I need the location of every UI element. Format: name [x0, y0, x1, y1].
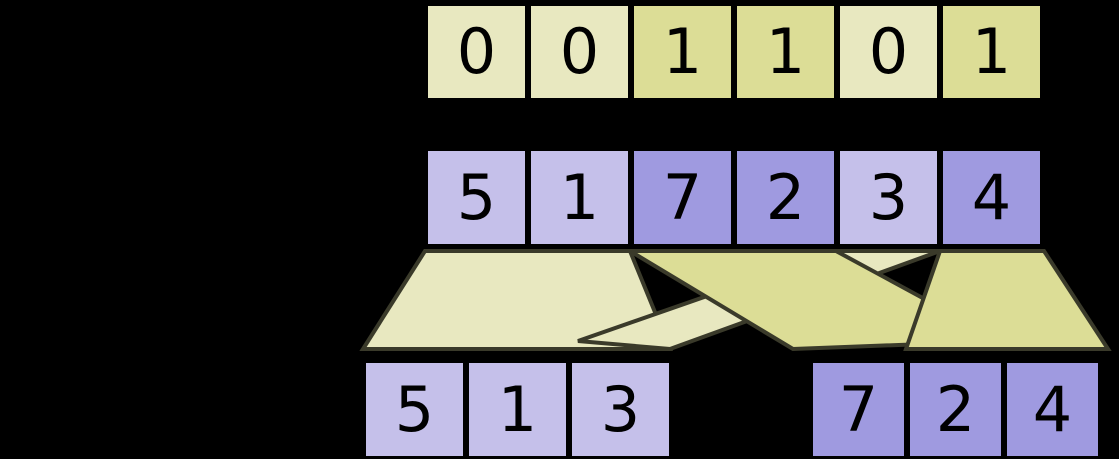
mask-cell-3-value: 1	[765, 15, 806, 88]
output-unset-cell-0-value: 5	[394, 372, 435, 446]
mask-cell-0-value: 0	[456, 15, 497, 88]
input-cell-1: 1	[528, 148, 631, 247]
input-cell-2: 7	[631, 148, 734, 247]
input-cell-1-value: 1	[559, 160, 600, 234]
mask-cell-5-value: 1	[971, 15, 1012, 88]
output-unset-cell-1: 1	[466, 360, 569, 459]
ribbon-light-4	[577, 249, 941, 352]
input-cell-5: 4	[940, 148, 1043, 247]
input-cell-5-value: 4	[971, 160, 1012, 234]
output-unset-cell-2: 3	[569, 360, 672, 459]
input-cell-2-value: 7	[662, 160, 703, 234]
output-set-cell-2: 4	[1004, 360, 1101, 459]
output-set-cell-1-value: 2	[935, 372, 976, 446]
output-set-cell-0-value: 7	[838, 372, 879, 446]
input-cell-4-value: 3	[868, 160, 909, 234]
input-cell-3: 2	[734, 148, 837, 247]
mask-cell-1: 0	[528, 3, 631, 101]
mask-cell-1-value: 0	[559, 15, 600, 88]
output-set-cell-2-value: 4	[1032, 372, 1073, 446]
output-unset-cell-1-value: 1	[497, 372, 538, 446]
mask-cell-5: 1	[940, 3, 1043, 101]
ribbon-dark-5	[903, 249, 1112, 351]
mask-cell-3: 1	[734, 3, 837, 101]
mask-cell-2-value: 1	[662, 15, 703, 88]
mask-cell-0: 0	[425, 3, 528, 101]
ribbon-dark-2-3	[622, 249, 1010, 352]
input-cell-0-value: 5	[456, 160, 497, 234]
input-cell-3-value: 2	[765, 160, 806, 234]
output-set-cell-0: 7	[810, 360, 907, 459]
mask-cell-2: 1	[631, 3, 734, 101]
mask-cell-4-value: 0	[868, 15, 909, 88]
ribbon-light-0-1	[359, 249, 673, 351]
input-cell-0: 5	[425, 148, 528, 247]
output-set-cell-1: 2	[907, 360, 1004, 459]
input-cell-4: 3	[837, 148, 940, 247]
output-unset-cell-2-value: 3	[600, 372, 641, 446]
mask-cell-4: 0	[837, 3, 940, 101]
output-unset-cell-0: 5	[363, 360, 466, 459]
